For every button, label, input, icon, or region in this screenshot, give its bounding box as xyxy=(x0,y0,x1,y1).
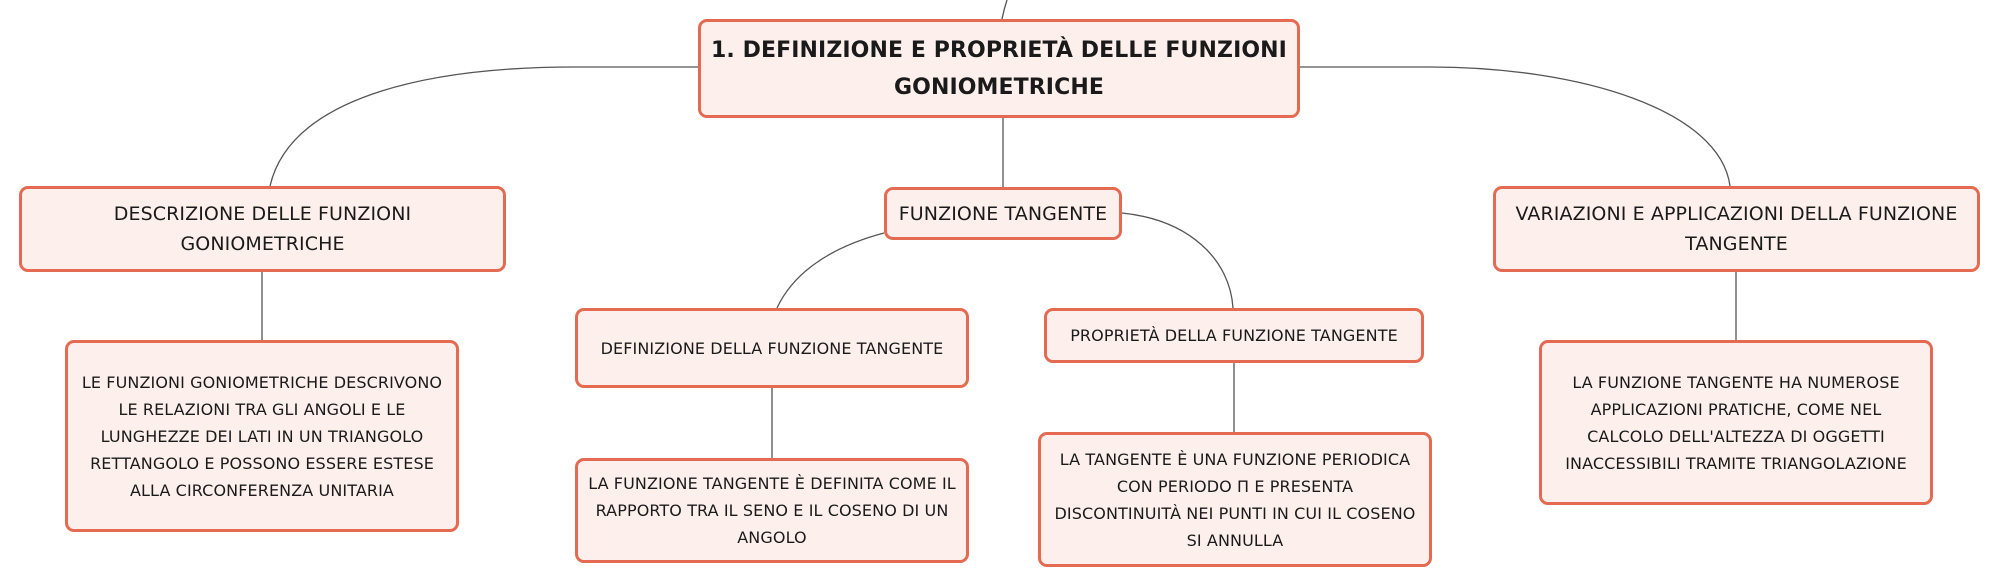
detail-definizione-line: LA FUNZIONE TANGENTE È DEFINITA COME IL xyxy=(588,474,956,493)
topic-descrizione-node[interactable]: DESCRIZIONE DELLE FUNZIONI GONIOMETRICHE xyxy=(19,186,506,272)
detail-descrizione-line: LE RELAZIONI TRA GLI ANGOLI E LE xyxy=(118,399,406,419)
connector-parent-to-root xyxy=(1001,0,1008,20)
connector-root-to-variazioni xyxy=(1300,66,1731,187)
detail-proprieta-line: SI ANNULLA xyxy=(1186,530,1284,550)
detail-descrizione-line: ALLA CIRCONFERENZA UNITARIA xyxy=(130,480,394,500)
subtopic-proprieta-title: PROPRIETÀ DELLA FUNZIONE TANGENTE xyxy=(1070,326,1398,345)
detail-variazioni-line: INACCESSIBILI TRAMITE TRIANGOLAZIONE xyxy=(1565,453,1907,473)
detail-variazioni-line: LA FUNZIONE TANGENTE HA NUMEROSE xyxy=(1572,372,1900,392)
detail-proprieta-line: DISCONTINUITÀ NEI PUNTI IN CUI IL COSENO xyxy=(1054,503,1416,523)
connector-root-to-descrizione xyxy=(269,66,698,187)
subtopic-definizione-node[interactable]: DEFINIZIONE DELLA FUNZIONE TANGENTE xyxy=(575,308,969,388)
detail-proprieta-node[interactable]: LA TANGENTE È UNA FUNZIONE PERIODICA CON… xyxy=(1038,432,1432,567)
detail-descrizione-line: LUNGHEZZE DEI LATI IN UN TRIANGOLO xyxy=(100,426,424,446)
connector-tangente-to-definizione xyxy=(776,232,885,309)
detail-proprieta-line: LA TANGENTE È UNA FUNZIONE PERIODICA xyxy=(1059,449,1411,469)
topic-variazioni-title-line-2: TANGENTE xyxy=(1685,233,1788,255)
detail-variazioni-line: CALCOLO DELL'ALTEZZA DI OGGETTI xyxy=(1587,426,1885,446)
root-topic-node[interactable]: 1. DEFINIZIONE E PROPRIETÀ DELLE FUNZION… xyxy=(698,19,1300,118)
detail-descrizione-line: RETTANGOLO E POSSONO ESSERE ESTESE xyxy=(90,453,434,473)
detail-definizione-line: ANGOLO xyxy=(737,528,807,547)
topic-tangente-node[interactable]: FUNZIONE TANGENTE xyxy=(884,187,1122,240)
detail-variazioni-node[interactable]: LA FUNZIONE TANGENTE HA NUMEROSE APPLICA… xyxy=(1539,340,1933,505)
connector-tangente-to-proprieta xyxy=(1121,212,1234,309)
topic-variazioni-title-line-1: VARIAZIONI E APPLICAZIONI DELLA FUNZIONE xyxy=(1515,203,1958,225)
root-topic-line-2: GONIOMETRICHE xyxy=(893,74,1104,100)
subtopic-proprieta-node[interactable]: PROPRIETÀ DELLA FUNZIONE TANGENTE xyxy=(1044,308,1424,363)
topic-tangente-title: FUNZIONE TANGENTE xyxy=(898,202,1108,225)
subtopic-definizione-title: DEFINIZIONE DELLA FUNZIONE TANGENTE xyxy=(600,338,944,358)
detail-definizione-node[interactable]: LA FUNZIONE TANGENTE È DEFINITA COME IL … xyxy=(575,458,969,563)
detail-definizione-line: RAPPORTO TRA IL SENO E IL COSENO DI UN xyxy=(595,501,949,520)
topic-descrizione-title: DESCRIZIONE DELLE FUNZIONI GONIOMETRICHE xyxy=(113,203,412,255)
detail-proprieta-line: CON PERIODO Π E PRESENTA xyxy=(1116,476,1354,496)
root-topic-line-1: 1. DEFINIZIONE E PROPRIETÀ DELLE FUNZION… xyxy=(711,37,1287,63)
detail-descrizione-node[interactable]: LE FUNZIONI GONIOMETRICHE DESCRIVONO LE … xyxy=(65,340,459,532)
topic-variazioni-node[interactable]: VARIAZIONI E APPLICAZIONI DELLA FUNZIONE… xyxy=(1493,186,1980,272)
detail-descrizione-line: LE FUNZIONI GONIOMETRICHE DESCRIVONO xyxy=(81,372,443,392)
detail-variazioni-line: APPLICAZIONI PRATICHE, COME NEL xyxy=(1590,399,1882,419)
